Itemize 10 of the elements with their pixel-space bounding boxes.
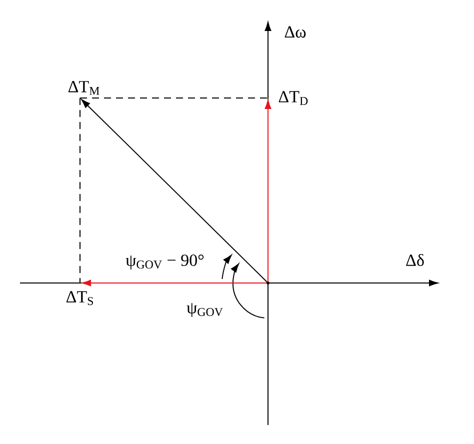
- angle-label: ψ$_{GOV}$: [186, 303, 223, 317]
- axis-label: Δω: [284, 26, 306, 38]
- vector-label: ΔT$_{S}$: [66, 291, 93, 306]
- vector-label: ΔT$_{M}$: [68, 80, 100, 95]
- vector-arrow: [81, 99, 268, 284]
- vector-label: ΔT$_{D}$: [278, 91, 308, 105]
- vector-arrow: [264, 100, 272, 284]
- vector-arrow: [82, 280, 268, 286]
- axis-label: Δδ: [406, 254, 424, 266]
- angle-label: ψ$_{GOV}$ − 90°: [126, 254, 204, 270]
